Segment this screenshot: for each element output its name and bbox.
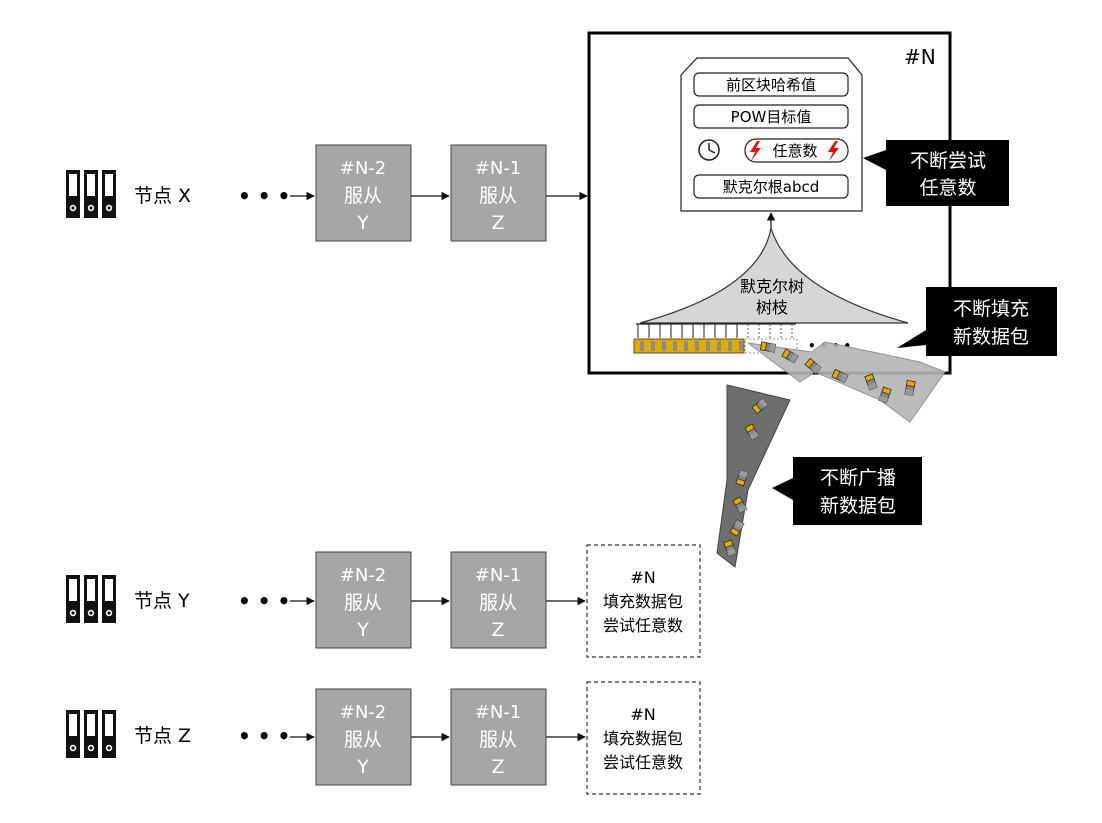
block-name: 服从: [344, 729, 382, 751]
ellipsis: • • •: [238, 724, 290, 748]
callout-text: 不断广播: [820, 467, 896, 489]
current-block-id: #N: [904, 45, 936, 69]
node-label: 节点 Y: [134, 590, 190, 612]
block-n-2: #N-2 服从 Y: [315, 144, 412, 242]
callout-broadcast: 不断广播 新数据包: [772, 457, 922, 525]
block-sub: Z: [491, 619, 504, 641]
block-id: #N-1: [475, 702, 522, 723]
ellipsis: • • •: [238, 589, 290, 613]
block-name: 服从: [479, 592, 517, 614]
node-row-x: 节点 X • • • #N-2 服从 Y #N-1 服从 Z: [66, 144, 588, 242]
server-icon: [66, 170, 116, 218]
pending-block: #N 填充数据包 尝试任意数: [586, 544, 701, 658]
lightning-icon: [828, 141, 839, 161]
pending-block-id: #N: [630, 568, 655, 587]
pending-block-text: 尝试任意数: [603, 753, 683, 772]
callout-text: 不断填充: [953, 298, 1029, 320]
merkle-root-label: 默克尔根abcd: [723, 178, 819, 196]
callout-fill-packets: 不断填充 新数据包: [897, 287, 1057, 356]
prev-hash-field: [693, 72, 849, 97]
lightning-icon: [750, 141, 761, 161]
tree-label: 树枝: [756, 298, 788, 317]
block-sub: Z: [491, 212, 504, 234]
fill-packets-arrow: [747, 341, 946, 423]
nonce-label: 任意数: [772, 142, 817, 160]
block-sub: Y: [356, 756, 369, 778]
block-n-1: #N-1 服从 Z: [450, 144, 547, 242]
block-name: 服从: [344, 185, 382, 207]
callout-text: 新数据包: [953, 326, 1029, 348]
block-name: 服从: [479, 729, 517, 751]
block-n-1: #N-1 服从 Z: [450, 551, 547, 649]
pow-target-label: POW目标值: [731, 108, 812, 126]
block-id: #N-2: [340, 158, 387, 179]
prev-hash-label: 前区块哈希值: [726, 76, 816, 94]
broadcast-arrow: [716, 384, 791, 568]
ellipsis: • • •: [238, 184, 290, 208]
block-header: 前区块哈希值 POW目标值 任意数 默克尔根abcd: [680, 57, 863, 212]
node-row-z: 节点 Z • • • #N-2 服从 Y #N-1 服从 Z #N 填充数据包 …: [66, 681, 701, 795]
block-name: 服从: [344, 592, 382, 614]
data-packet-icon: [633, 338, 745, 354]
block-id: #N-1: [475, 565, 522, 586]
current-block: #N 前区块哈希值 POW目标值 任意数 默克尔根abcd: [587, 31, 952, 375]
block-id: #N-2: [340, 565, 387, 586]
block-id: #N-2: [340, 702, 387, 723]
pending-block-id: #N: [630, 705, 655, 724]
node-label: 节点 Z: [134, 725, 191, 747]
pending-block-text: 填充数据包: [603, 592, 683, 611]
block-n-2: #N-2 服从 Y: [315, 688, 412, 786]
clock-icon: [698, 139, 720, 161]
merkle-root-field: [693, 174, 849, 199]
server-icon: [66, 710, 116, 758]
block-name: 服从: [479, 185, 517, 207]
block-sub: Y: [356, 619, 369, 641]
callout-text: 不断尝试: [910, 150, 986, 172]
tree-label: 默克尔树: [740, 277, 804, 296]
pending-block-text: 尝试任意数: [603, 616, 683, 635]
pending-block-text: 填充数据包: [603, 729, 683, 748]
nonce-field: [744, 138, 849, 163]
block-id: #N-1: [475, 158, 522, 179]
block-sub: Y: [356, 212, 369, 234]
block-n-1: #N-1 服从 Z: [450, 688, 547, 786]
callout-try-nonce: 不断尝试 任意数: [863, 140, 1009, 206]
block-n-2: #N-2 服从 Y: [315, 551, 412, 649]
pow-target-field: [693, 104, 849, 129]
block-sub: Z: [491, 756, 504, 778]
node-label: 节点 X: [134, 185, 191, 207]
server-icon: [66, 575, 116, 623]
callout-text: 任意数: [919, 177, 976, 199]
callout-text: 新数据包: [820, 495, 896, 517]
node-row-y: 节点 Y • • • #N-2 服从 Y #N-1 服从 Z #N 填充数据包 …: [66, 544, 701, 658]
pending-block: #N 填充数据包 尝试任意数: [586, 681, 701, 795]
